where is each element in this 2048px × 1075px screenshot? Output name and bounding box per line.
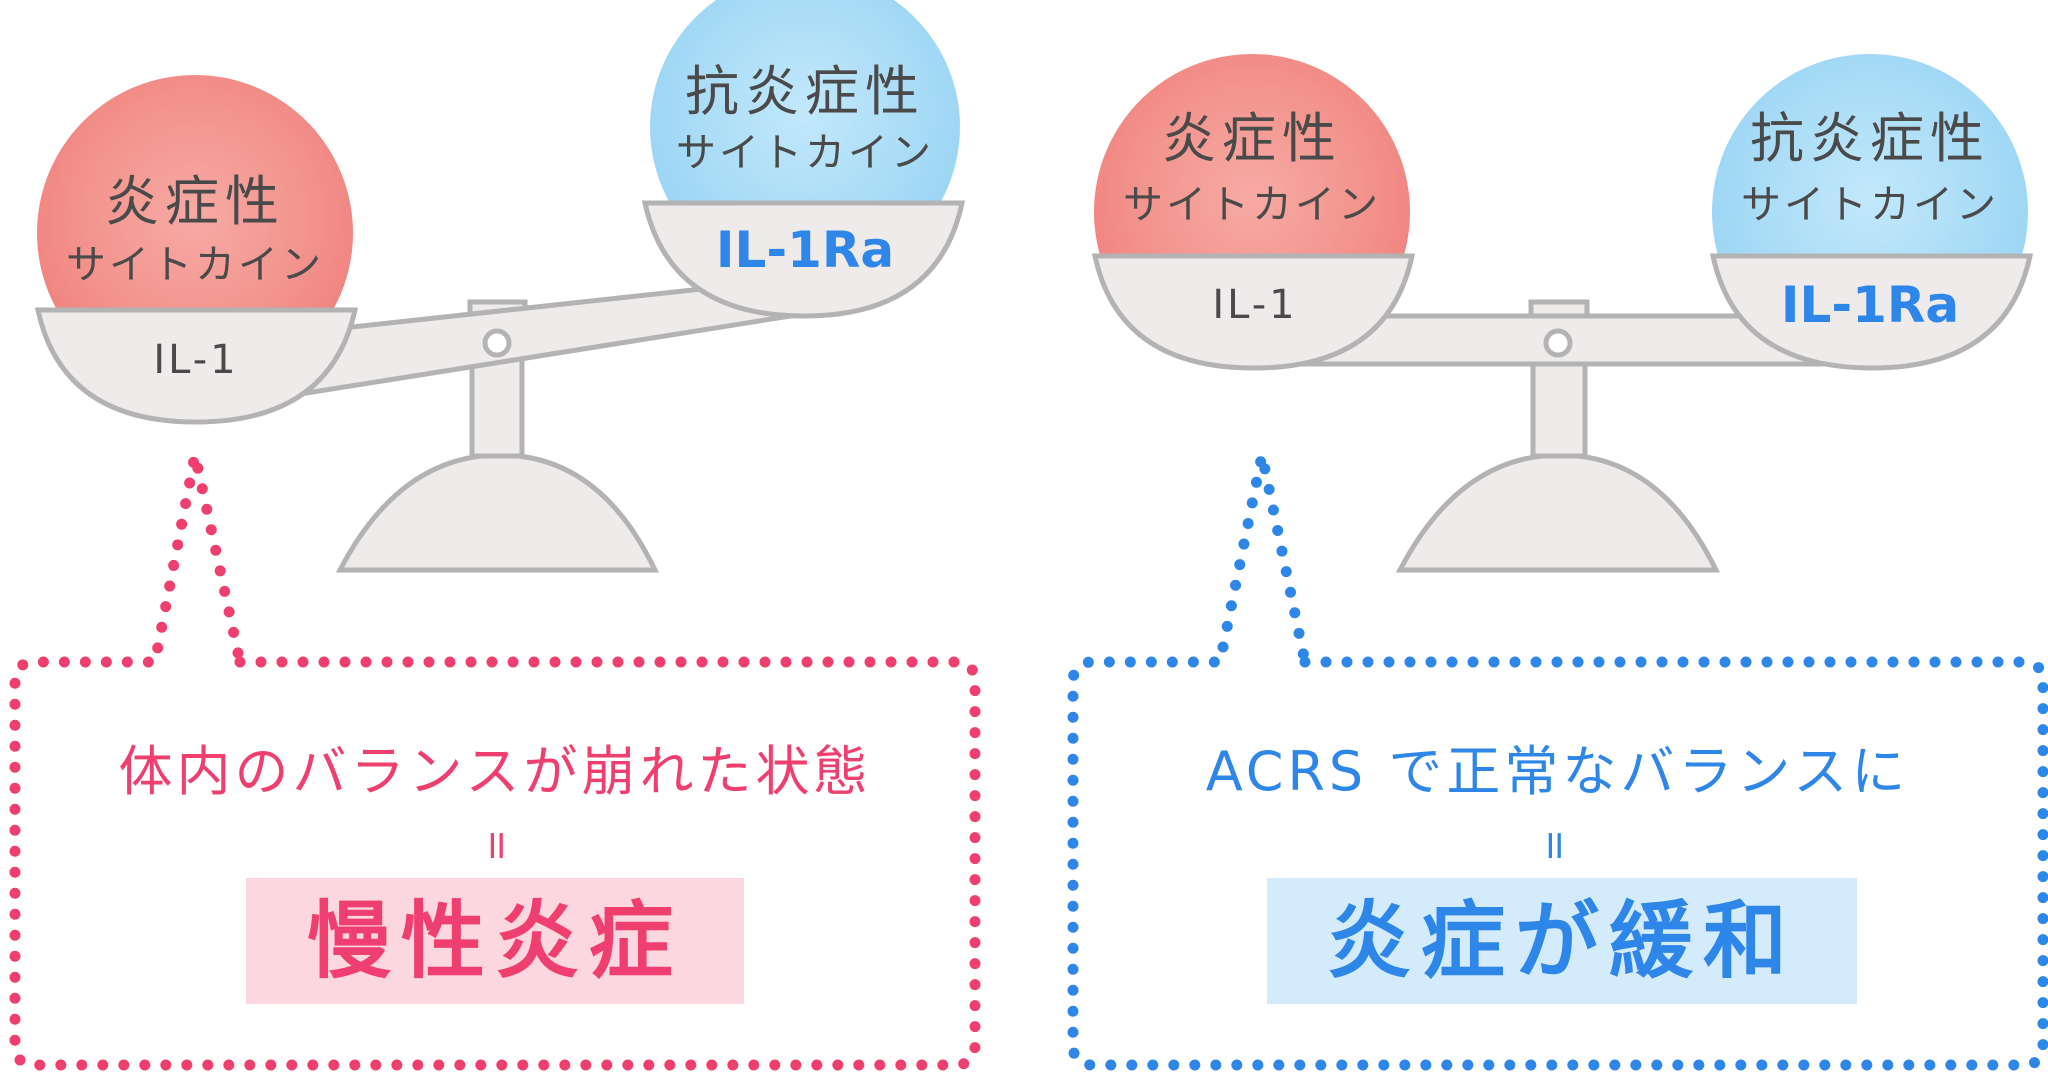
left-heavy-ball-title: 炎症性 bbox=[105, 170, 285, 233]
right-equals-sign: ॥ bbox=[1541, 822, 1565, 868]
left-heavy-ball-subtitle: サイトカイン bbox=[66, 242, 324, 288]
right-scale-pivot bbox=[1543, 328, 1573, 358]
left-speech-bubble bbox=[9, 453, 981, 1071]
right-pan-left bbox=[1091, 253, 1416, 371]
right-left-ball-subtitle: サイトカイン bbox=[1123, 182, 1381, 228]
left-heavy-pan-label: IL-1 bbox=[153, 337, 239, 383]
right-right-pan-label: IL-1Ra bbox=[1780, 276, 1960, 334]
left-equals-sign: ॥ bbox=[483, 822, 507, 868]
right-left-ball-title: 炎症性 bbox=[1162, 107, 1342, 170]
left-scale bbox=[34, 0, 966, 573]
right-speech-bubble bbox=[1067, 453, 2048, 1071]
left-light-pan-label: IL-1Ra bbox=[715, 221, 895, 279]
left-scale-pivot bbox=[482, 328, 512, 358]
right-right-ball-title: 抗炎症性 bbox=[1750, 107, 1990, 170]
left-light-ball-subtitle: サイトカイン bbox=[676, 130, 934, 176]
left-result-label: 慢性炎症 bbox=[246, 878, 744, 1004]
left-message: 体内のバランスが崩れた状態 bbox=[118, 740, 872, 803]
right-right-ball-subtitle: サイトカイン bbox=[1741, 182, 1999, 228]
right-scale bbox=[1091, 54, 2034, 573]
right-pan-right bbox=[1709, 253, 2034, 371]
left-pan-light bbox=[641, 200, 966, 319]
right-scale-base bbox=[1395, 452, 1720, 573]
left-scale-base bbox=[335, 452, 659, 573]
left-light-ball-title: 抗炎症性 bbox=[685, 60, 925, 123]
right-result-label: 炎症が緩和 bbox=[1267, 878, 1857, 1004]
right-message: ACRS で正常なバランスに bbox=[1205, 740, 1910, 803]
left-pan-heavy bbox=[34, 307, 359, 425]
right-left-pan-label: IL-1 bbox=[1212, 282, 1298, 328]
